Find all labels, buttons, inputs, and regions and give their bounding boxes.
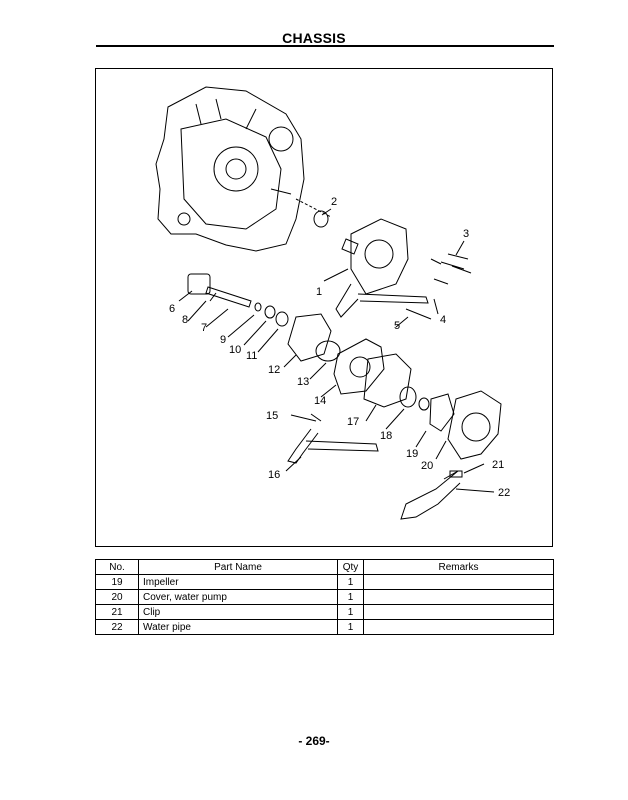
callout-5: 5 [394,320,400,332]
callout-21: 21 [492,459,504,471]
crankcase-drawing [155,86,305,252]
page-title: CHASSIS [282,30,346,46]
gasket-drawing [287,313,332,362]
cell-no: 22 [95,619,139,635]
callout-19: 19 [406,448,418,460]
table-row: 21 Clip 1 [95,604,554,620]
cell-part-name: Cover, water pump [138,589,338,605]
callout-8: 8 [182,314,188,326]
callout-17: 17 [347,416,359,428]
cell-no: 21 [95,604,139,620]
cell-part-name: Water pipe [138,619,338,635]
cell-remarks [363,619,554,635]
cell-remarks [363,604,554,620]
cell-qty: 1 [337,604,364,620]
water-pipe-drawing [400,470,461,520]
header-rule [96,45,554,47]
header-qty: Qty [337,559,364,575]
callout-11: 11 [246,350,257,362]
callout-7: 7 [201,322,207,334]
cell-qty: 1 [337,619,364,635]
callout-1: 1 [316,286,322,298]
header-no: No. [95,559,139,575]
callout-16: 16 [268,469,280,481]
callout-4: 4 [440,314,446,326]
table-row: 20 Cover, water pump 1 [95,589,554,605]
header-part-name: Part Name [138,559,338,575]
callout-18: 18 [380,430,392,442]
table-header-row: No. Part Name Qty Remarks [95,559,554,575]
cell-qty: 1 [337,574,364,590]
cell-qty: 1 [337,589,364,605]
callout-20: 20 [421,460,433,472]
callout-13: 13 [297,376,309,388]
cell-no: 19 [95,574,139,590]
cell-no: 20 [95,589,139,605]
callout-15: 15 [266,410,278,422]
page-number: - 269- [298,734,330,748]
callout-6: 6 [169,303,175,315]
callout-10: 10 [229,344,241,356]
pump-body-drawing [350,218,409,295]
callout-2: 2 [331,196,337,208]
cell-part-name: Impeller [138,574,338,590]
header-remarks: Remarks [363,559,554,575]
callout-12: 12 [268,364,280,376]
cell-part-name: Clip [138,604,338,620]
cell-remarks [363,574,554,590]
diagram-drawing: 1 2 3 4 5 6 7 8 9 10 11 12 13 14 15 16 1… [155,86,510,520]
parts-table: No. Part Name Qty Remarks 19 Impeller 1 … [95,559,554,635]
callout-9: 9 [220,334,226,346]
exploded-diagram: 1 2 3 4 5 6 7 8 9 10 11 12 13 14 15 16 1… [95,68,553,547]
table-row: 22 Water pipe 1 [95,619,554,635]
callout-22: 22 [498,487,510,499]
callout-3: 3 [463,228,469,240]
table-row: 19 Impeller 1 [95,574,554,590]
cell-remarks [363,589,554,605]
callout-14: 14 [314,395,326,407]
